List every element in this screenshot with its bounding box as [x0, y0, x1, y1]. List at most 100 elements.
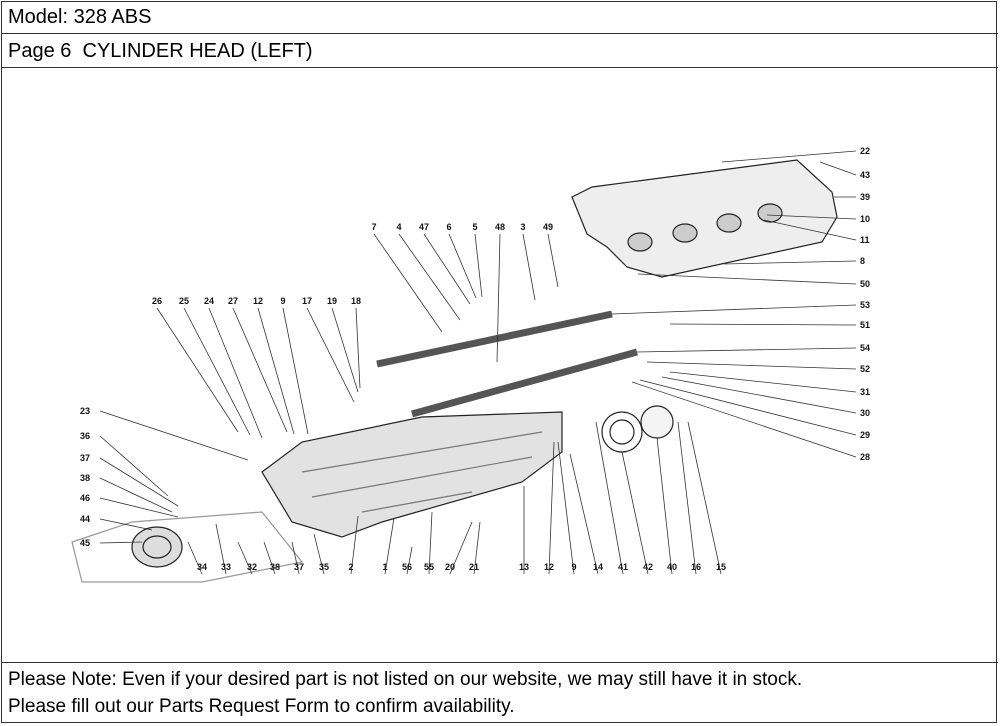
callout-31: 31 [860, 387, 870, 397]
seal-housing [131, 526, 183, 568]
callout-leader-11 [763, 219, 857, 241]
callout-leader-45 [99, 541, 143, 544]
callout-3: 3 [520, 222, 525, 232]
callout-40: 40 [667, 562, 677, 572]
callout-leader-14 [569, 453, 599, 575]
callout-6: 6 [446, 222, 451, 232]
callout-leader-50 [637, 273, 857, 285]
callout-42: 42 [643, 562, 653, 572]
callout-leader-44 [99, 518, 153, 531]
callout-leader-8 [723, 260, 857, 265]
callout-leader-29 [639, 379, 857, 436]
callout-52: 52 [860, 364, 870, 374]
callout-41: 41 [618, 562, 628, 572]
callout-34: 34 [197, 562, 207, 572]
callout-leader-55 [428, 511, 433, 575]
page-title: Page 6 CYLINDER HEAD (LEFT) [8, 40, 313, 62]
callout-leader-35 [313, 533, 325, 575]
callout-51: 51 [860, 320, 870, 330]
callout-leader-30 [661, 376, 857, 414]
callout-leader-37 [99, 457, 179, 507]
callout-leader-56 [406, 546, 413, 575]
callout-9: 9 [280, 296, 285, 306]
callout-leader-15 [687, 421, 722, 575]
callout-28: 28 [860, 452, 870, 462]
callout-17: 17 [302, 296, 312, 306]
callout-leader-34 [187, 541, 203, 575]
callout-5: 5 [472, 222, 477, 232]
callout-leader-28 [631, 381, 857, 458]
callout-leader-40 [656, 437, 673, 575]
callout-47: 47 [419, 222, 429, 232]
cylinder-head [261, 411, 563, 538]
callout-4: 4 [396, 222, 401, 232]
callout-leader-49 [547, 233, 559, 288]
callout-18: 18 [351, 296, 361, 306]
callout-leader-51 [669, 323, 857, 326]
callout-19: 19 [327, 296, 337, 306]
callout-53: 53 [860, 300, 870, 310]
callout-29: 29 [860, 430, 870, 440]
callout-37: 37 [294, 562, 304, 572]
model-title: Model: 328 ABS [8, 6, 152, 28]
callout-27: 27 [228, 296, 238, 306]
callout-38: 38 [80, 473, 90, 483]
callout-leader-4 [398, 233, 461, 321]
callout-leader-5 [474, 233, 483, 298]
callout-15: 15 [716, 562, 726, 572]
stock-note-line2: Please fill out our Parts Request Form t… [8, 696, 515, 717]
callout-leader-20 [449, 521, 473, 575]
callout-10: 10 [860, 214, 870, 224]
callout-leader-47 [423, 233, 471, 305]
callout-leader-38 [263, 541, 276, 575]
callout-leader-21 [473, 521, 481, 575]
callout-26: 26 [152, 296, 162, 306]
callout-22: 22 [860, 146, 870, 156]
diagram-artwork [71, 159, 838, 583]
callout-16: 16 [691, 562, 701, 572]
callout-23: 23 [80, 406, 90, 416]
callout-leader-33 [215, 523, 227, 575]
callout-21: 21 [469, 562, 479, 572]
callout-leader-46 [99, 497, 179, 518]
callout-leader-12 [257, 307, 295, 435]
callout-leader-31 [669, 371, 857, 393]
callout-13: 13 [519, 562, 529, 572]
callout-leader-26 [156, 307, 239, 433]
callout-50: 50 [860, 279, 870, 289]
stock-note-line1: Please Note: Even if your desired part i… [8, 669, 803, 690]
callout-leader-54 [636, 347, 857, 353]
callout-12: 12 [253, 296, 263, 306]
callout-leader-2 [350, 515, 359, 575]
callout-1: 1 [382, 562, 387, 572]
callout-leader-23 [99, 410, 249, 461]
callout-30: 30 [860, 408, 870, 418]
callout-55: 55 [424, 562, 434, 572]
callout-leader-38 [99, 477, 173, 513]
callout-leader-3 [522, 233, 536, 301]
callout-leader-18 [355, 307, 361, 389]
callout-49: 49 [543, 222, 553, 232]
callout-leader-37 [291, 541, 300, 575]
callout-2: 2 [348, 562, 353, 572]
callout-39: 39 [860, 192, 870, 202]
callout-54: 54 [860, 343, 870, 353]
timing-ring [601, 411, 643, 453]
callout-leader-10 [766, 214, 857, 220]
callout-leader-22 [721, 150, 857, 163]
camshaft-lower [411, 348, 638, 418]
callout-leader-52 [646, 361, 857, 370]
callout-35: 35 [319, 562, 329, 572]
callout-leader-17 [306, 307, 355, 403]
callout-leader-19 [331, 307, 359, 393]
callout-leader-48 [496, 233, 501, 363]
callout-leader-9 [282, 307, 309, 435]
callout-9: 9 [571, 562, 576, 572]
callout-24: 24 [204, 296, 214, 306]
callout-leader-53 [611, 304, 857, 315]
callout-36: 36 [80, 431, 90, 441]
callout-leader-16 [677, 421, 697, 575]
